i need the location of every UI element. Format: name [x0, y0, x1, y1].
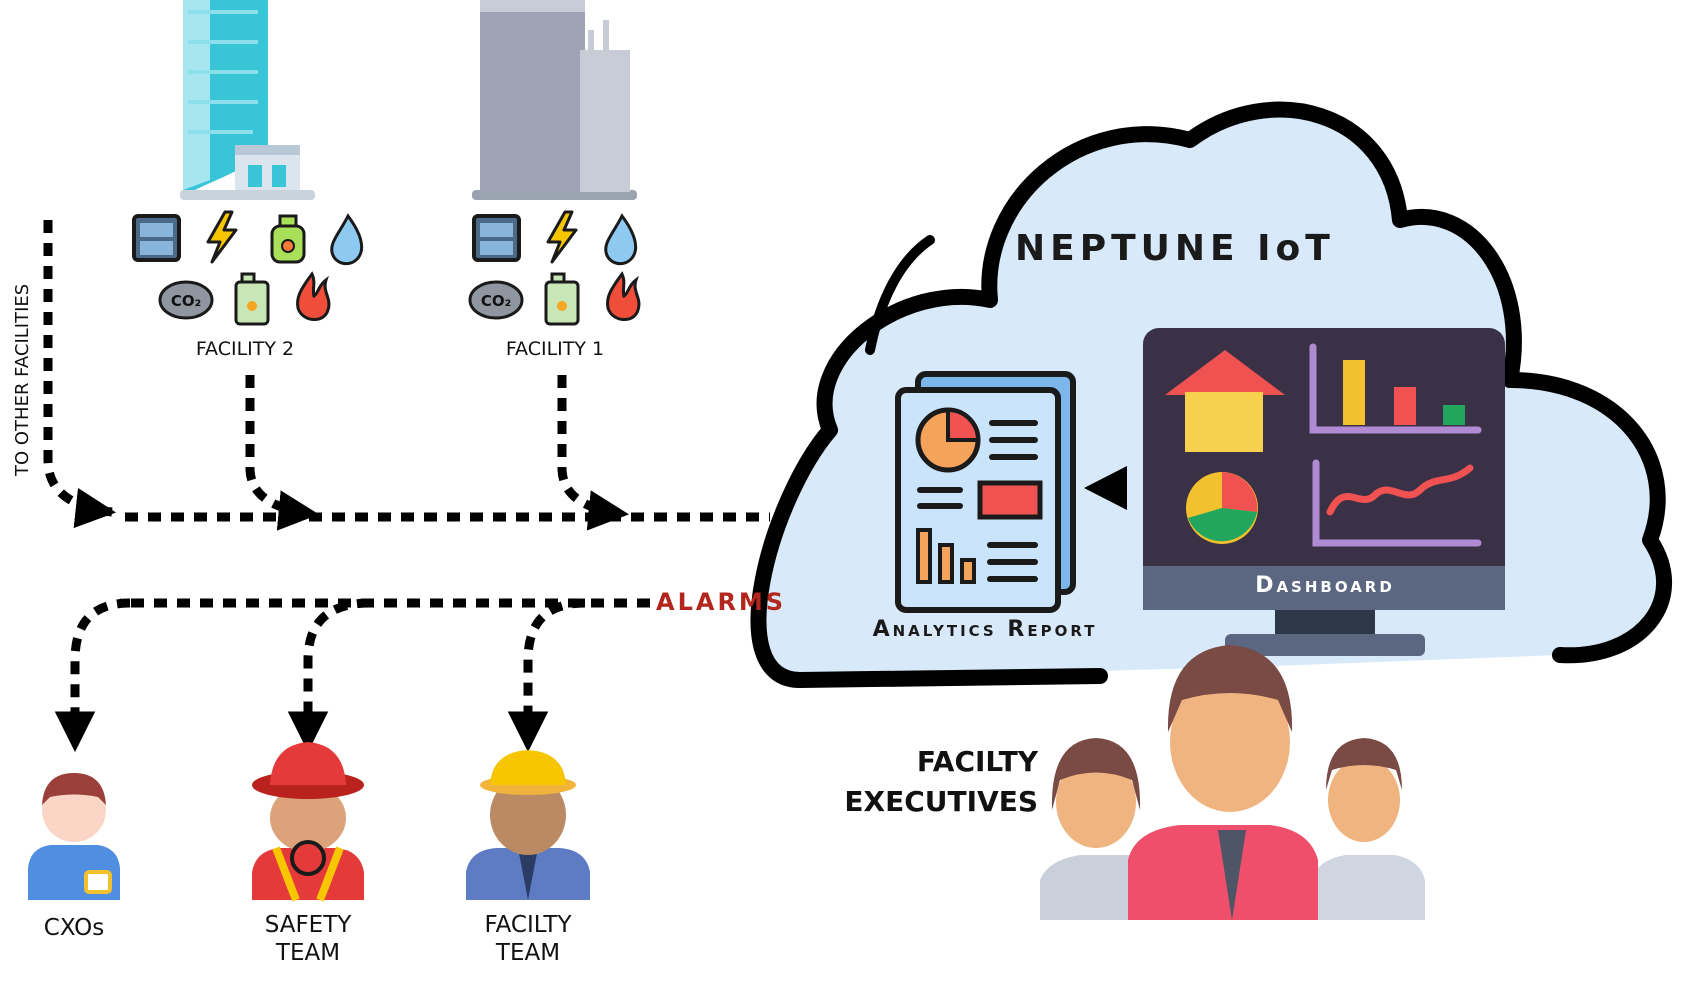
water-drop-icon	[604, 213, 638, 266]
lightning-icon	[206, 210, 238, 264]
alarm-to-safety-team	[287, 598, 371, 753]
gas-cylinder-icon	[270, 214, 306, 264]
facility-team-avatar	[466, 750, 590, 900]
fire-icon	[606, 271, 641, 321]
alarm-to-facility-team	[507, 598, 586, 753]
water-drop-icon	[330, 213, 364, 266]
cloud-title: NEPTUNE IoT	[1015, 228, 1335, 269]
facility-executives-label: FACILTY EXECUTIVES	[844, 745, 1038, 818]
facility-1-sensors: CO₂	[468, 210, 641, 326]
hvac-unit-icon	[132, 214, 181, 262]
alarms-label: ALARMS	[656, 588, 787, 616]
safety-team-avatar	[252, 742, 364, 902]
data-flow-lines	[43, 220, 770, 753]
facility-2-label: FACILITY 2	[195, 338, 295, 360]
executives-avatar	[1040, 645, 1425, 920]
lightning-icon	[546, 210, 578, 264]
facility-1-label: FACILITY 1	[505, 338, 605, 360]
fuel-can-icon	[544, 272, 580, 326]
hvac-unit-icon	[472, 214, 521, 262]
fuel-can-icon	[234, 272, 270, 326]
building-icon	[180, 0, 315, 200]
safety-team-label: SAFETY TEAM	[264, 912, 352, 966]
dashboard-label: Dashboard	[1255, 573, 1395, 598]
dashboard-monitor-icon	[1143, 328, 1505, 656]
analytics-report-icon	[895, 371, 1076, 613]
svg-text:CO₂: CO₂	[481, 292, 511, 310]
svg-text:CO₂: CO₂	[171, 292, 201, 310]
alarm-to-cxos	[54, 598, 131, 753]
report-arrow	[1084, 466, 1127, 510]
co2-cloud-icon: CO₂	[468, 280, 524, 320]
fire-icon	[296, 271, 331, 321]
cxos-label: CXOs	[43, 915, 105, 941]
facility-2-sensors: CO₂	[132, 210, 364, 326]
co2-cloud-icon: CO₂	[158, 280, 214, 320]
facility-team-label: FACILTY TEAM	[484, 912, 572, 966]
office-building-icon	[472, 0, 637, 200]
flow-other-facilities	[43, 220, 117, 529]
cxo-avatar	[28, 773, 120, 900]
other-facilities-label: TO OTHER FACILITIES	[12, 283, 33, 476]
flow-facility-1	[557, 375, 630, 531]
analytics-report-label: Analytics Report	[872, 617, 1098, 642]
flow-facility-2	[245, 375, 320, 531]
